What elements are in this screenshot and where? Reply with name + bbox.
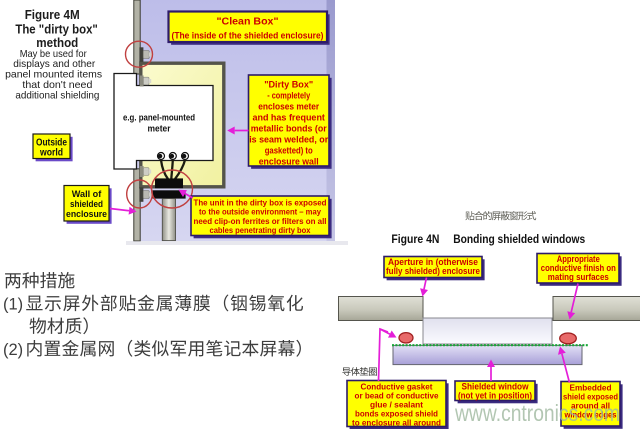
svg-text:Conductive gasket: Conductive gasket [361,381,433,391]
svg-text:shielded: shielded [70,199,103,209]
svg-text:(not yet in position): (not yet in position) [458,391,532,401]
svg-text:and has frequent: and has frequent [252,113,325,123]
svg-text:Figure 4M: Figure 4M [25,8,80,22]
svg-text:Wall of: Wall of [72,189,102,199]
svg-text:May be used for: May be used for [20,49,87,60]
svg-text:(The inside of the shielded en: (The inside of the shielded enclosure) [172,31,324,42]
svg-text:mating surfaces: mating surfaces [548,272,609,282]
svg-text:world: world [39,148,63,159]
svg-text:metallic bonds (or: metallic bonds (or [251,124,327,134]
svg-text:displays and other: displays and other [13,59,96,70]
svg-text:enclosure: enclosure [66,209,107,219]
svg-text:additional shielding: additional shielding [15,90,99,101]
svg-text:that don't need: that don't need [22,80,92,91]
svg-text:encloses meter: encloses meter [258,101,319,111]
svg-text:Aperture in (otherwise: Aperture in (otherwise [388,257,478,267]
svg-text:conductive finish on: conductive finish on [541,263,616,273]
svg-text:is seam welded, or: is seam welded, or [249,135,328,145]
svg-text:e.g. panel-mounted: e.g. panel-mounted [123,113,195,123]
svg-text:"Dirty Box": "Dirty Box" [264,79,313,89]
svg-text:meter: meter [148,124,172,134]
svg-text:Appropriate: Appropriate [557,254,600,264]
svg-text:around all: around all [571,400,610,410]
svg-text:enclosure wall: enclosure wall [259,157,319,167]
svg-text:Figure 4N: Figure 4N [391,232,439,246]
svg-text:bonds exposed shield: bonds exposed shield [355,408,438,418]
svg-text:- completely: - completely [267,90,311,100]
svg-text:method: method [36,36,78,50]
svg-text:www.cntronics.com: www.cntronics.com [454,400,620,426]
svg-text:or bead of conductive: or bead of conductive [355,390,439,400]
svg-text:The "dirty box": The "dirty box" [15,22,98,36]
svg-text:Bonding shielded windows: Bonding shielded windows [453,232,585,246]
svg-text:cables penetrating dirty box: cables penetrating dirty box [210,225,311,235]
svg-text:to enclosure all around: to enclosure all around [352,417,441,427]
svg-text:window edges: window edges [564,409,617,419]
svg-text:glue / sealant: glue / sealant [370,399,423,409]
svg-text:Embedded: Embedded [570,382,612,392]
svg-text:"Clean Box": "Clean Box" [217,16,279,27]
svg-text:gasketted) to: gasketted) to [265,146,313,156]
svg-text:(2): (2) [3,341,23,359]
svg-text:Shielded window: Shielded window [462,382,529,392]
svg-text:(1): (1) [3,296,23,314]
svg-text:panel mounted items: panel mounted items [5,70,102,81]
svg-text:shield exposed: shield exposed [563,391,618,401]
svg-text:fully shielded) enclosure: fully shielded) enclosure [386,266,480,276]
svg-text:to the outside environment – m: to the outside environment – may [199,207,321,217]
svg-text:The unit in the dirty box is e: The unit in the dirty box is exposed [194,198,327,208]
svg-text:need clip-on ferrites or filte: need clip-on ferrites or filters on all [194,216,327,226]
svg-text:Outside: Outside [36,138,67,149]
